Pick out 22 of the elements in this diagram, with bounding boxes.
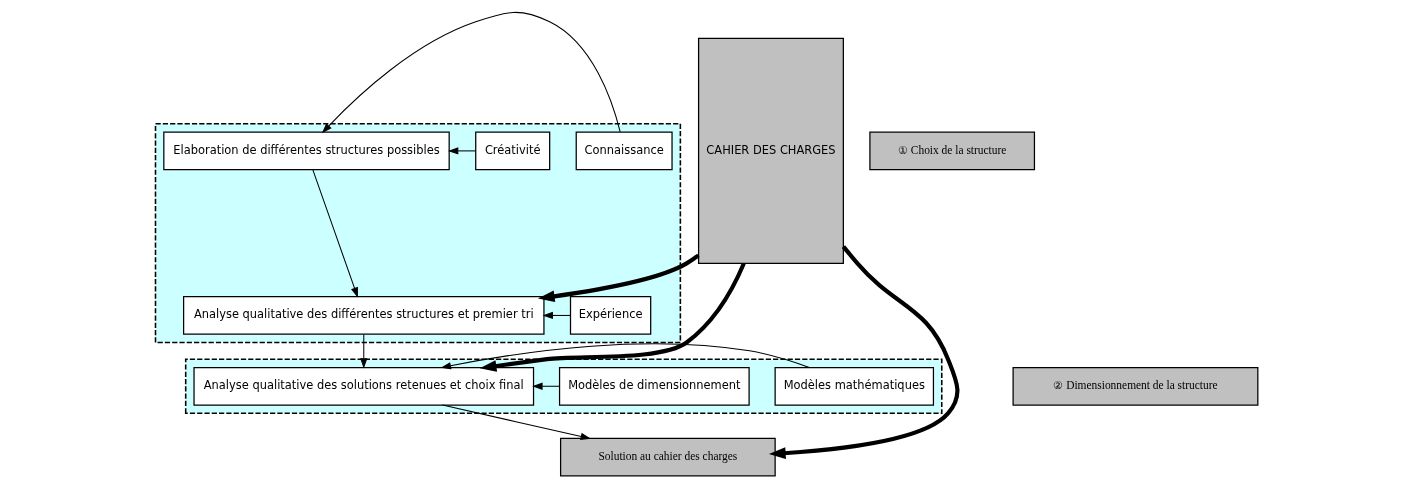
arrow (321, 11, 621, 134)
arrow (479, 262, 746, 372)
node-box: Expérience (569, 296, 651, 335)
arrow (441, 404, 591, 440)
node-box: Elaboration de différentes structures possibles (162, 131, 450, 171)
node-box: Créativité (474, 131, 550, 171)
node-box: ② Dimensionnement de la structure (1011, 366, 1258, 406)
node-box: Analyse qualitative des différentes structures et premier tri (182, 296, 545, 335)
arrow (447, 147, 476, 155)
arrow (542, 311, 571, 320)
node-box: ① Choix de la structure (868, 131, 1035, 171)
node-box: CAHIER DES CHARGES (697, 37, 844, 264)
arrow (359, 334, 367, 369)
node-box: Modèles mathématiques (774, 366, 934, 406)
node-box: Solution au cahier des charges (559, 437, 776, 477)
arrow (440, 343, 810, 370)
node-box: Modèles de dimensionnement (558, 366, 750, 406)
node-box: Connaissance (575, 131, 673, 171)
node-box: Analyse qualitative des solutions retenues et choix final (192, 366, 534, 406)
arrow (311, 169, 358, 298)
arrow (768, 245, 959, 459)
arrow (537, 253, 700, 303)
